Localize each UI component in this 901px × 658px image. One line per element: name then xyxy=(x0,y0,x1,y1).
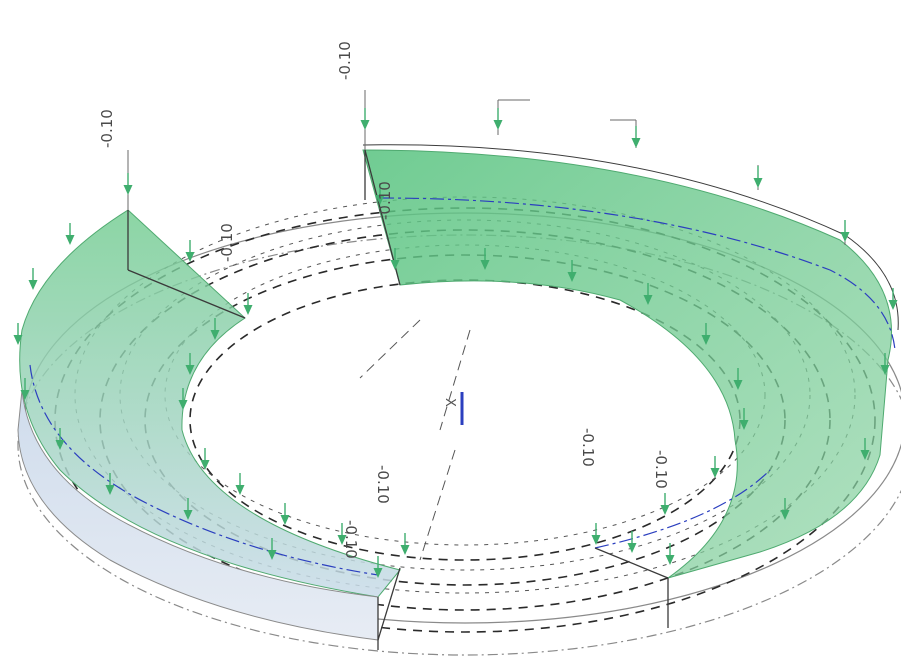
load-arrow-head xyxy=(631,138,641,148)
load-arrow-head xyxy=(178,400,188,410)
load-arrow-head xyxy=(400,545,410,555)
load-arrow-head xyxy=(65,235,75,245)
load-label: -0.10 xyxy=(652,450,670,489)
load-arrow-head xyxy=(360,120,370,130)
construction-lines xyxy=(359,319,471,561)
load-arrow-head xyxy=(660,505,670,515)
load-arrow-head xyxy=(567,272,577,282)
load-arrow-head xyxy=(337,535,347,545)
load-arrow-head xyxy=(840,232,850,242)
load-label: -0.10 xyxy=(376,181,394,220)
load-arrows xyxy=(13,108,898,578)
load-arrow-head xyxy=(733,380,743,390)
load-arrow-head xyxy=(701,335,711,345)
load-patch-right xyxy=(362,149,892,579)
load-arrow-head xyxy=(235,485,245,495)
load-patch-right-edge xyxy=(362,144,899,331)
load-arrow-head xyxy=(860,450,870,460)
load-arrow-head xyxy=(28,280,38,290)
load-label: -0.10 xyxy=(579,428,597,467)
load-arrow-head xyxy=(780,510,790,520)
axis-marker: X xyxy=(442,392,464,425)
load-labels: -0.10 -0.10 -0.10 -0.10 -0.10 -0.10 -0.1… xyxy=(98,41,670,559)
load-patch-left xyxy=(19,209,401,598)
axis-label: X xyxy=(442,398,457,407)
load-arrow-head xyxy=(390,260,400,270)
load-arrow-head xyxy=(643,295,653,305)
load-arrow-head xyxy=(20,390,30,400)
load-label: -0.10 xyxy=(336,41,354,80)
load-arrow-head xyxy=(55,440,65,450)
load-arrow-head xyxy=(185,365,195,375)
load-arrow-head xyxy=(591,535,601,545)
load-label: -0.10 xyxy=(98,109,116,148)
load-arrow-head xyxy=(753,178,763,188)
centerlines xyxy=(29,197,896,576)
load-arrow-head xyxy=(123,185,133,195)
load-arrow-head xyxy=(185,252,195,262)
load-arrow-head xyxy=(13,335,23,345)
load-arrow-head xyxy=(183,510,193,520)
load-arrow-head xyxy=(888,300,898,310)
load-arrow-head xyxy=(710,468,720,478)
load-arrow-head xyxy=(493,120,503,130)
load-label: -0.10 xyxy=(218,223,236,262)
load-arrow-head xyxy=(200,460,210,470)
load-arrow-head xyxy=(243,305,253,315)
load-arrow-head xyxy=(739,420,749,430)
load-arrow-head xyxy=(375,195,385,205)
load-arrow-head xyxy=(480,260,490,270)
load-arrow-head xyxy=(267,550,277,560)
load-label: -0.10 xyxy=(342,520,360,559)
load-arrow-head xyxy=(210,330,220,340)
load-arrow-head xyxy=(665,555,675,565)
load-label: -0.10 xyxy=(374,465,392,504)
load-arrow-head xyxy=(627,543,637,553)
load-arrow-head xyxy=(880,365,890,375)
load-arrow-head xyxy=(373,568,383,578)
load-arrow-head xyxy=(280,515,290,525)
load-arrow-head xyxy=(105,485,115,495)
